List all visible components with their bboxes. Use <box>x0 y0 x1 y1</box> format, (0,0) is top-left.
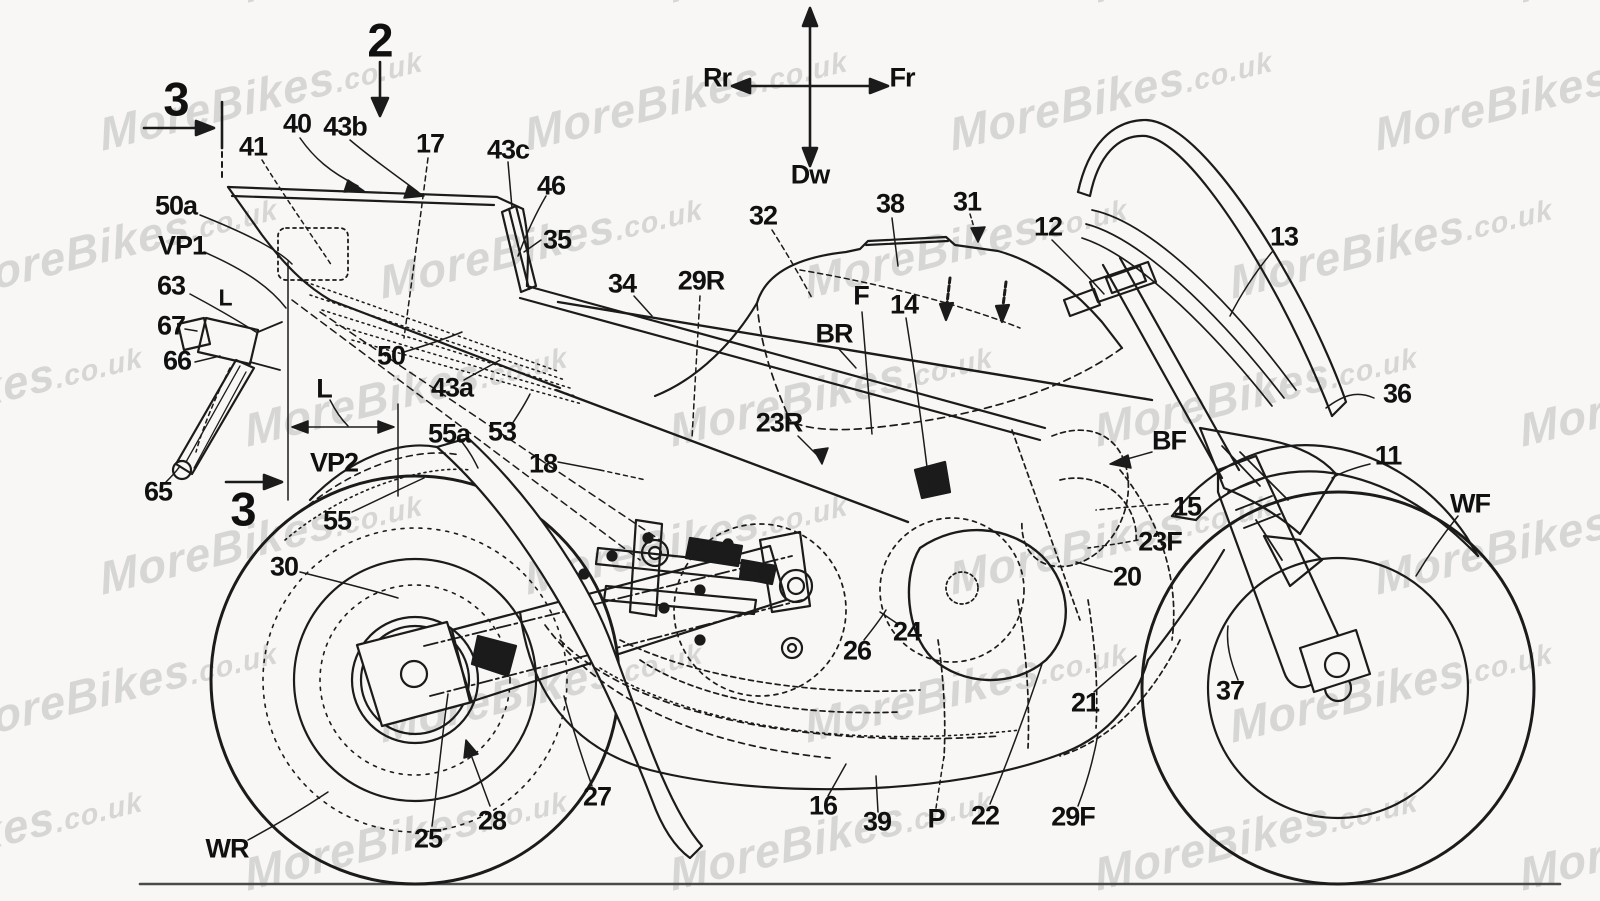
engine-cluster <box>470 460 1067 714</box>
seat-rail-and-frame <box>500 204 1154 524</box>
rear-shock <box>171 316 283 481</box>
belly-pan <box>518 548 1226 791</box>
direction-compass <box>730 6 890 168</box>
tail-bodywork <box>226 185 661 561</box>
front-fender <box>1170 444 1480 561</box>
windscreen <box>1076 118 1348 418</box>
rear-wheel <box>209 474 621 886</box>
rear-fender <box>284 436 704 860</box>
leader-lines <box>165 137 1459 841</box>
front-cowl-nose <box>1198 426 1338 588</box>
fuel-tank <box>755 235 1124 431</box>
front-frame-hidden <box>1011 429 1181 757</box>
handlebar-clamp <box>1062 260 1158 318</box>
reference-lines <box>287 261 399 501</box>
front-fork <box>1101 256 1372 694</box>
section-markers <box>142 60 390 491</box>
